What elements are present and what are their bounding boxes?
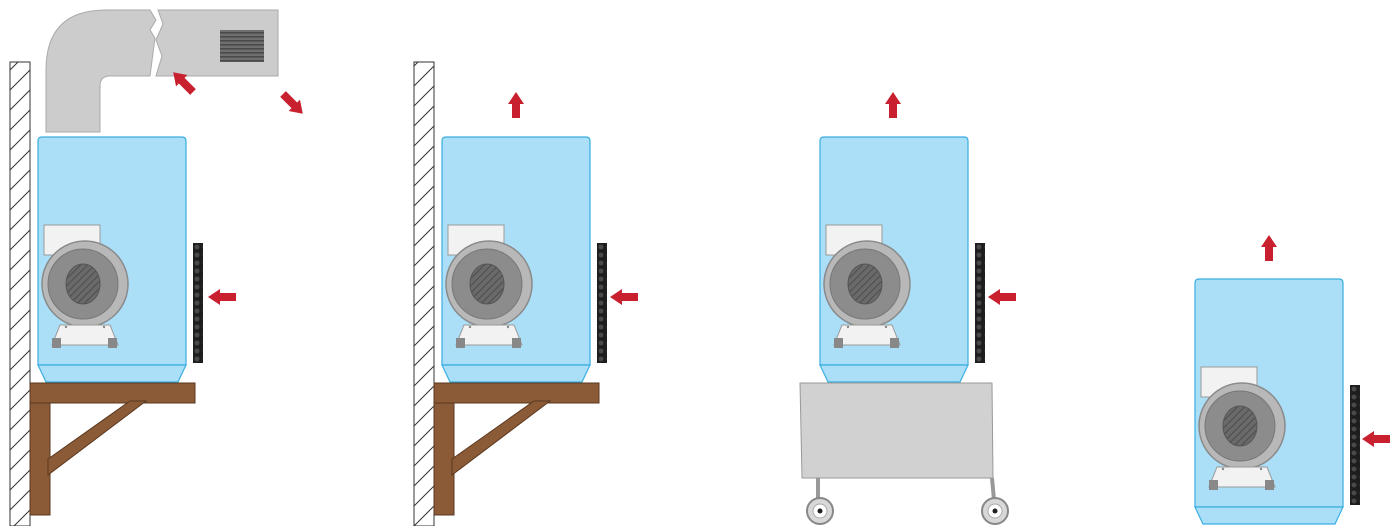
airflow-arrow-icon: [208, 289, 236, 305]
air-unit: [441, 136, 591, 383]
panel-wall-bracket: [413, 61, 638, 526]
wall-bracket: [433, 382, 600, 516]
wheel-icon: [806, 497, 834, 525]
duct-grille-icon: [220, 30, 264, 62]
air-unit: [37, 136, 187, 383]
airflow-arrow-icon: [277, 88, 309, 120]
airflow-arrow-icon: [610, 289, 638, 305]
panel-mobile-cart: [799, 92, 1016, 525]
airflow-arrow-icon: [1362, 431, 1390, 447]
filter-grille-icon: [193, 243, 203, 363]
filter-grille-icon: [597, 243, 607, 363]
panel-wall-bracket-with-duct: [9, 9, 309, 526]
airflow-arrow-icon: [1261, 235, 1277, 261]
airflow-arrow-icon: [508, 92, 524, 118]
wheel-icon: [981, 497, 1009, 525]
panel-floor-standing: [1194, 235, 1390, 525]
exhaust-duct: [45, 9, 309, 133]
wall-hatch: [413, 61, 435, 526]
filter-grille-icon: [1350, 385, 1360, 505]
wall-hatch: [9, 61, 31, 526]
airflow-arrow-icon: [885, 92, 901, 118]
filter-grille-icon: [975, 243, 985, 363]
airflow-arrow-icon: [988, 289, 1016, 305]
air-unit: [819, 136, 969, 383]
wall-bracket: [29, 382, 196, 516]
cart: [799, 382, 1009, 525]
air-unit: [1194, 278, 1344, 525]
